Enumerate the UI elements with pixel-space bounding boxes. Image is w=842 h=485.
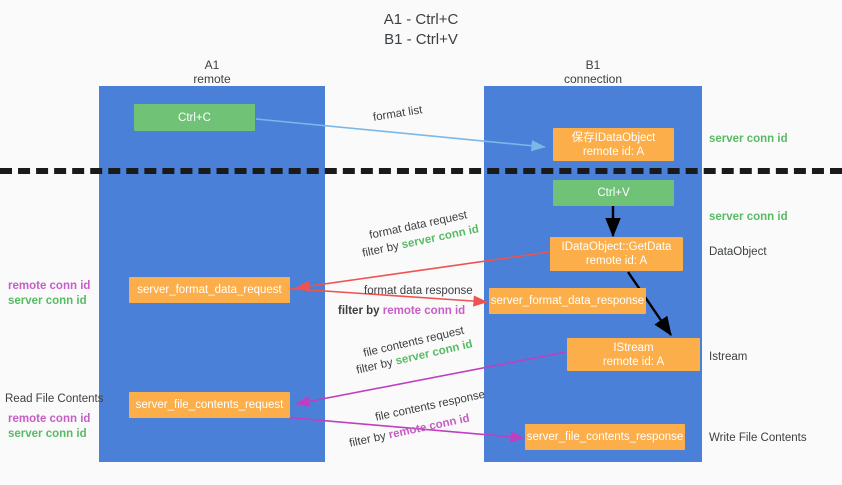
box-server-format-data-request-label: server_format_data_request xyxy=(137,284,282,296)
label-format-data-response-filter-value: remote conn id xyxy=(382,305,466,317)
left-label-server-conn-id-1: server conn id xyxy=(8,295,87,307)
box-server-file-contents-response-label: server_file_contents_response xyxy=(526,431,684,443)
lane-a1-sub: remote xyxy=(193,72,231,86)
title-line-1: A1 - Ctrl+C xyxy=(383,11,459,28)
lane-header-b1: B1 connection xyxy=(533,58,653,86)
box-ctrl-c-label: Ctrl+C xyxy=(178,111,211,124)
right-label-write-file-contents: Write File Contents xyxy=(709,432,807,444)
title-line-2: B1 - Ctrl+V xyxy=(384,31,458,48)
left-label-remote-conn-id-2: remote conn id xyxy=(8,413,91,425)
phase-divider-dashed-line xyxy=(0,168,842,174)
left-label-remote-conn-id-1: remote conn id xyxy=(8,280,91,292)
right-label-server-conn-id-mid: server conn id xyxy=(709,211,788,223)
label-file-contents-response-filter-prefix: filter by xyxy=(348,429,391,450)
box-server-format-data-request[interactable]: server_format_data_request xyxy=(129,277,290,303)
label-format-data-request-filter-prefix: filter by xyxy=(361,239,404,260)
box-ctrl-v[interactable]: Ctrl+V xyxy=(553,180,674,206)
box-save-idataobject-label: 保存IDataObject xyxy=(571,131,656,144)
left-label-read-file-contents: Read File Contents xyxy=(5,393,104,405)
box-idataobject-getdata-sub: remote id: A xyxy=(585,255,648,267)
label-file-contents-request-filter-prefix: filter by xyxy=(355,355,398,377)
right-label-dataobject: DataObject xyxy=(709,246,767,258)
box-ctrl-v-label: Ctrl+V xyxy=(597,187,630,199)
box-server-format-data-response[interactable]: server_format_data_response xyxy=(489,288,646,314)
box-idataobject-getdata[interactable]: IDataObject::GetData remote id: A xyxy=(550,237,683,271)
label-format-data-response-filter: filter by remote conn id xyxy=(338,304,465,319)
box-istream-label: IStream xyxy=(613,341,654,354)
box-istream[interactable]: IStream remote id: A xyxy=(567,338,700,371)
box-idataobject-getdata-label: IDataObject::GetData xyxy=(561,241,672,253)
box-server-file-contents-request-label: server_file_contents_request xyxy=(135,399,284,411)
label-format-data-response: format data response xyxy=(364,285,473,297)
box-server-file-contents-response[interactable]: server_file_contents_response xyxy=(525,424,685,450)
lane-header-a1: A1 remote xyxy=(152,58,272,86)
left-label-server-conn-id-2: server conn id xyxy=(8,428,87,440)
diagram-title: A1 - Ctrl+C B1 - Ctrl+V xyxy=(0,10,842,50)
box-server-file-contents-request[interactable]: server_file_contents_request xyxy=(129,392,290,418)
label-format-list: format list xyxy=(372,104,424,124)
lane-a1-name: A1 xyxy=(204,58,220,72)
box-ctrl-c[interactable]: Ctrl+C xyxy=(134,104,255,131)
lane-b1-sub: connection xyxy=(563,72,623,86)
box-save-idataobject-sub: remote id: A xyxy=(582,145,645,158)
label-format-data-response-filter-prefix: filter by xyxy=(338,305,383,317)
right-label-istream: Istream xyxy=(709,351,748,363)
box-istream-sub: remote id: A xyxy=(602,355,665,368)
right-label-server-conn-id-top: server conn id xyxy=(709,133,788,145)
box-server-format-data-response-label: server_format_data_response xyxy=(490,295,645,307)
box-save-idataobject[interactable]: 保存IDataObject remote id: A xyxy=(553,128,674,161)
lane-b1-name: B1 xyxy=(585,58,601,72)
